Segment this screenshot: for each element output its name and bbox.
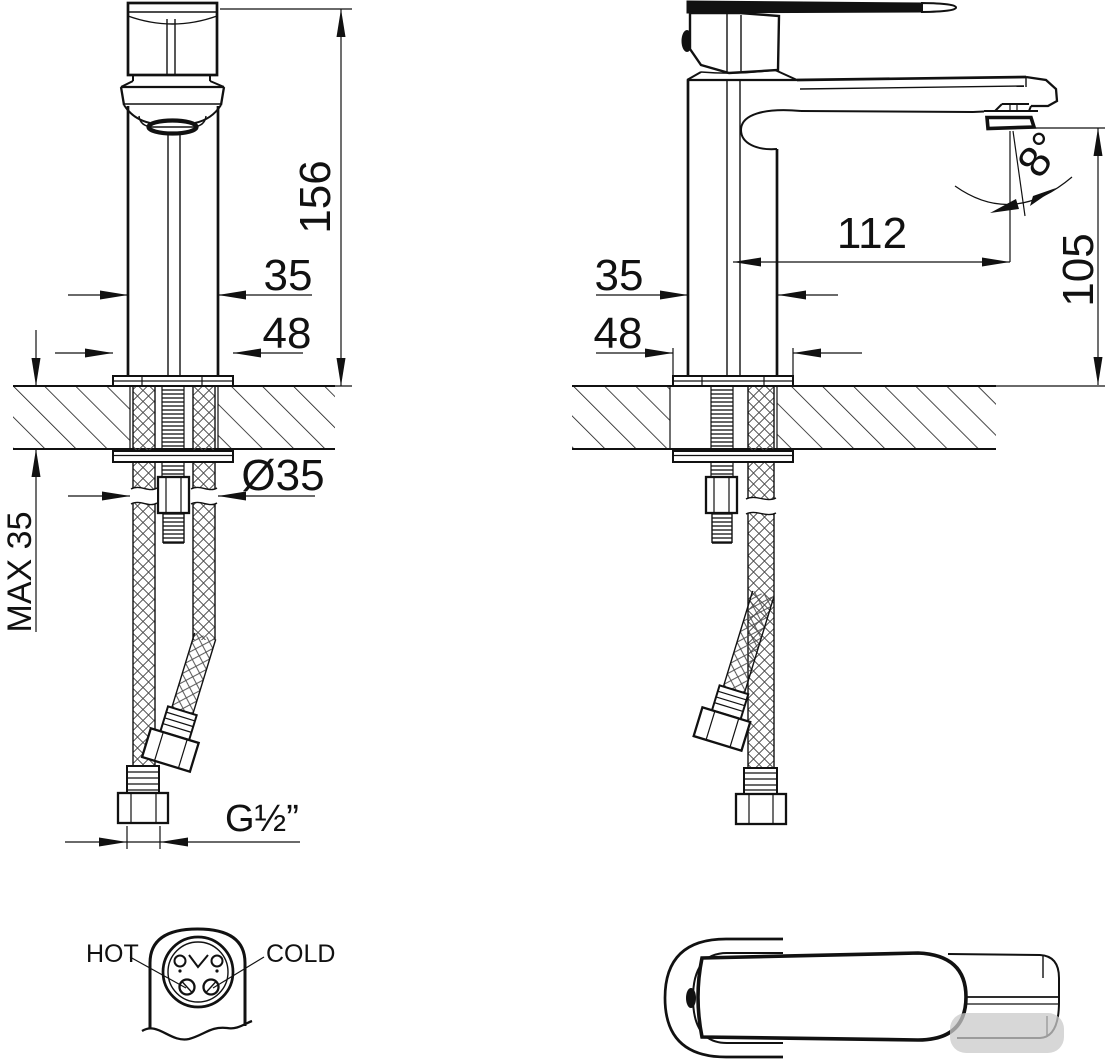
dim-spout-reach-label: 112 <box>837 209 907 258</box>
front-handle <box>126 1 219 77</box>
watermark-blob <box>950 1013 1064 1053</box>
dim-thread-label: G½” <box>225 798 299 840</box>
front-hose-left <box>133 386 155 766</box>
side-lever <box>686 0 923 14</box>
dim-spout-width-label: 35 <box>264 251 313 300</box>
hot-label: HOT <box>86 940 139 968</box>
dim-spout-height-label: 105 <box>1054 233 1103 306</box>
cold-label: COLD <box>266 940 335 968</box>
side-hose <box>748 386 774 768</box>
front-body <box>126 106 220 376</box>
dim-side-base-width-label: 48 <box>594 309 643 358</box>
dim-spout-angle-label: 8° <box>1008 123 1072 186</box>
hot-port <box>178 978 196 996</box>
side-mounting-nut <box>704 475 739 515</box>
cold-port <box>202 978 220 996</box>
dim-body-width-label: 35 <box>595 251 644 300</box>
top-lever <box>696 951 968 1042</box>
top-setscrew <box>686 988 696 1008</box>
front-view: 156 35 48 MAX 35 Ø35 G½” <box>1 1 352 849</box>
hot-cold-detail: HOT COLD <box>86 927 335 1041</box>
side-spout <box>796 75 1027 82</box>
front-hose-nut-left <box>116 791 170 825</box>
side-outlet <box>985 115 1037 131</box>
top-view <box>663 937 1064 1059</box>
side-handle-body <box>688 11 781 75</box>
side-hose-nut <box>734 792 788 826</box>
dim-max-deck-label: MAX 35 <box>1 512 39 633</box>
side-hose-angled <box>692 590 775 753</box>
side-view: 112 8° 105 35 48 <box>572 0 1105 826</box>
dim-base-width-label: 48 <box>263 309 312 358</box>
front-mounting-stud <box>162 386 184 477</box>
top-body-outer <box>663 937 783 1059</box>
front-aerator <box>146 118 199 136</box>
connection-housing <box>148 927 247 1029</box>
side-mounting-stud <box>711 386 733 477</box>
dim-hole-diameter-label: Ø35 <box>241 451 324 500</box>
front-mounting-nut <box>156 475 191 515</box>
front-hose-nut-right <box>140 632 217 774</box>
front-hose-right <box>193 386 215 640</box>
dim-height-label: 156 <box>291 160 340 233</box>
